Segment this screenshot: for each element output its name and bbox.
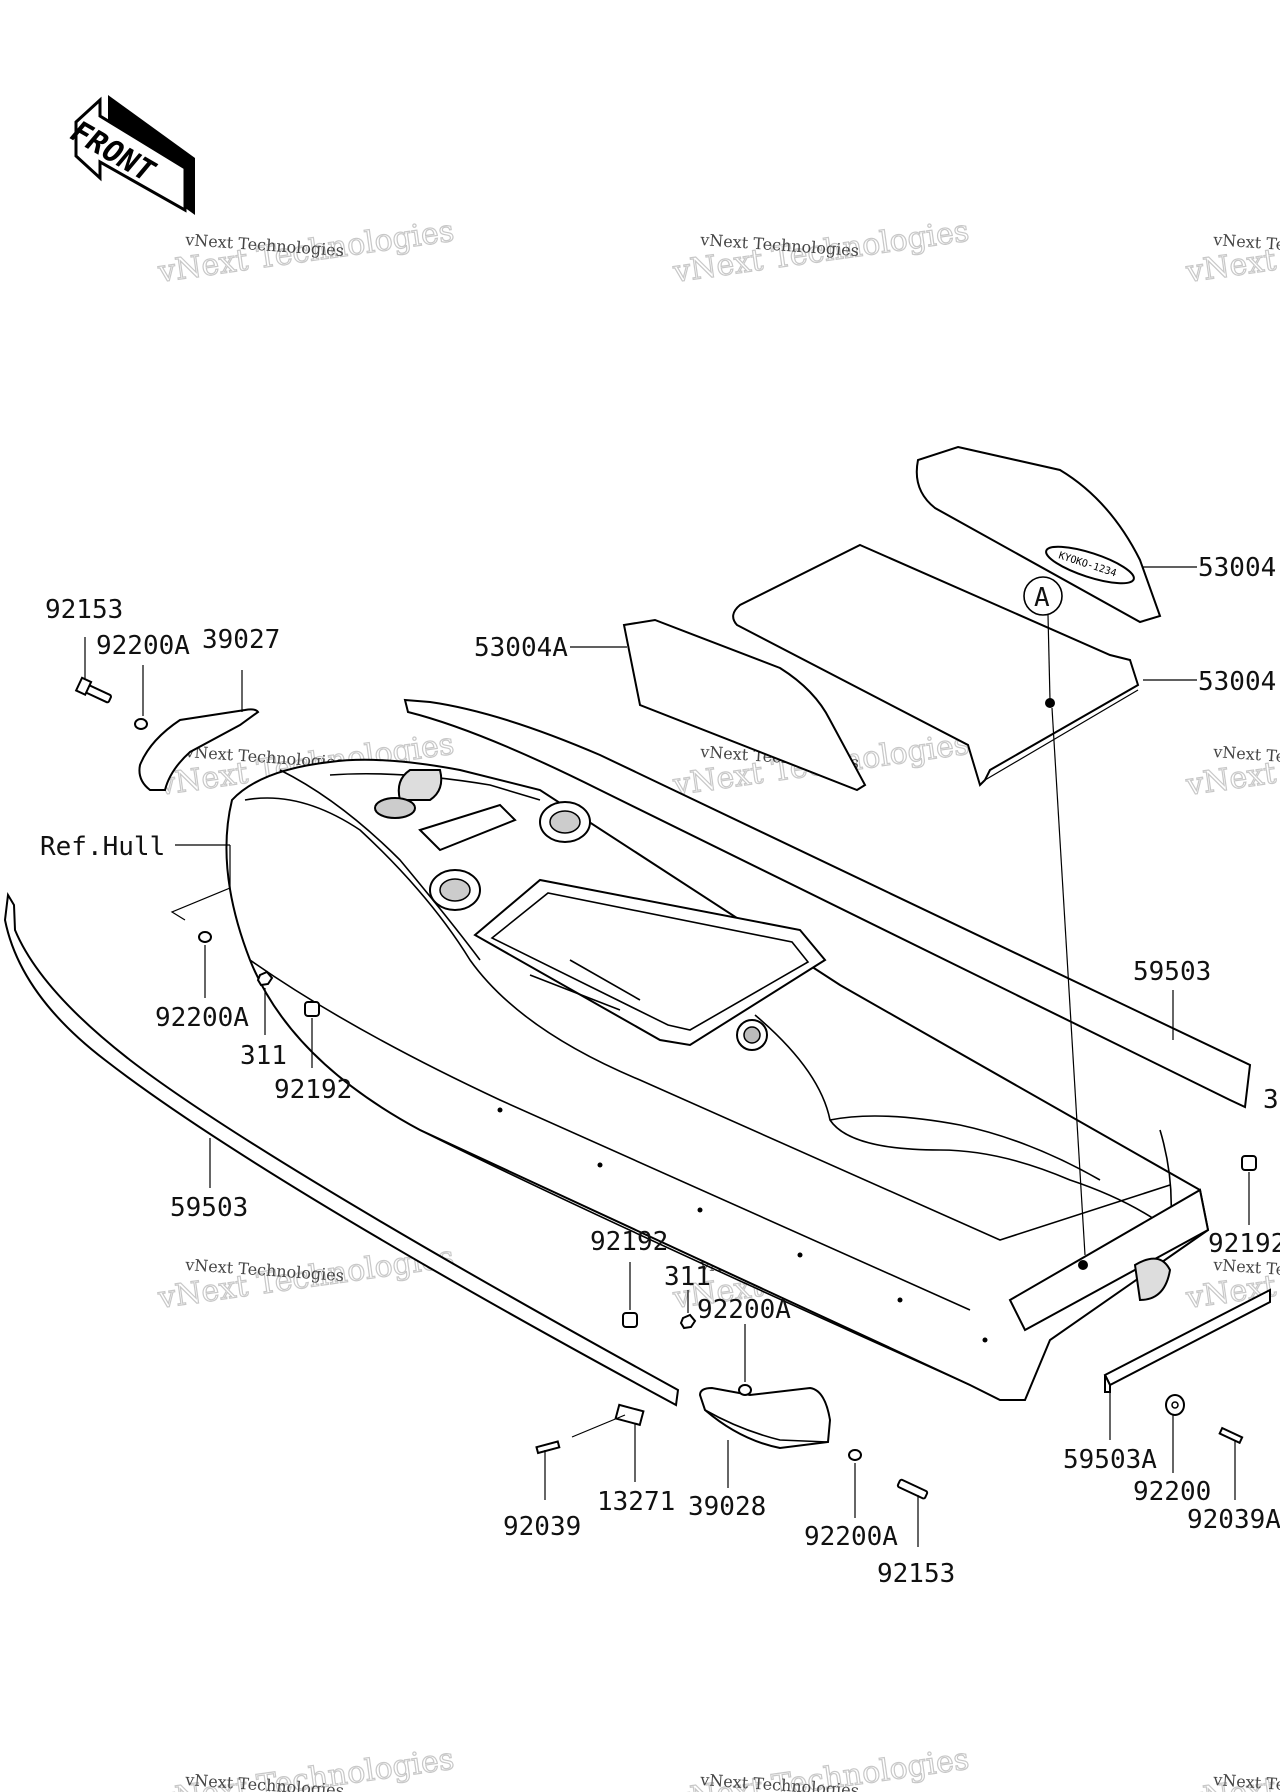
label-59503A: 59503A — [1063, 1445, 1157, 1475]
cup-holder-left — [429, 869, 481, 911]
marker-label: A — [1034, 583, 1050, 613]
label-92192-mid: 92192 — [590, 1227, 668, 1257]
label-53004A: 53004A — [474, 633, 568, 663]
gunwale-rail-left — [3, 891, 680, 1407]
front-arrow-icon: FRONT — [62, 95, 195, 215]
nut-311-left — [256, 970, 274, 987]
watermark-text: vNext Technologies — [1183, 727, 1280, 803]
part-labels: 92153 92200A 39027 53004A 53004 53004 Re… — [40, 553, 1280, 1589]
watermark-subtext: vNext Technologies — [1212, 1770, 1280, 1792]
nut-311-mid — [679, 1313, 697, 1330]
reference-marker-a: A — [1023, 576, 1086, 1256]
label-39028: 39028 — [688, 1492, 766, 1522]
seat-cover-upper: KYOKO-1234 — [915, 445, 1162, 624]
washer-92200A-mid — [738, 1384, 752, 1396]
collar-92192-left — [304, 1001, 320, 1017]
bumper-rear — [698, 1386, 832, 1450]
washer-92200A-left — [198, 931, 212, 943]
leader-lines — [84, 566, 1250, 1547]
watermark-1: vNext Technologies vNext Technologies — [155, 213, 457, 290]
watermark-11: vNext Technologies vNext Technologies — [670, 1741, 972, 1792]
watermark-6: vNext Technologies vNext Technologies — [1183, 726, 1280, 803]
label-59503-left: 59503 — [170, 1193, 248, 1223]
label-92153-bottom: 92153 — [877, 1559, 955, 1589]
rivet-92039A — [1218, 1426, 1244, 1445]
label-92200A-top: 92200A — [96, 631, 190, 661]
label-59503-right: 59503 — [1133, 957, 1211, 987]
bumper-front — [138, 708, 260, 791]
bolt-92153-top — [74, 676, 112, 704]
label-13271: 13271 — [597, 1487, 675, 1517]
washer-92200A-top — [134, 718, 148, 730]
label-ref-hull: Ref.Hull — [40, 832, 165, 862]
watermark-10: vNext Technologies vNext Technologies — [155, 1741, 457, 1792]
watermark-2: vNext Technologies vNext Technologies — [670, 213, 972, 290]
hull-body — [225, 758, 1210, 1401]
label-92039A: 92039A — [1187, 1505, 1280, 1535]
seat-cover-lower — [732, 543, 1140, 787]
label-92039: 92039 — [503, 1512, 581, 1542]
watermark-12: vNext Technologies vNext Technologies — [1183, 1741, 1280, 1792]
label-92200A-left: 92200A — [155, 1003, 249, 1033]
washer-92200 — [1165, 1394, 1185, 1416]
seat-cover-side — [622, 618, 867, 792]
fuel-cap — [374, 797, 416, 819]
label-53004-lower: 53004 — [1198, 667, 1276, 697]
cup-holder-right — [539, 801, 591, 843]
label-311-mid: 311 — [664, 1262, 711, 1292]
label-92153-top: 92153 — [45, 595, 123, 625]
collar-92192-right — [1241, 1155, 1257, 1171]
collar-92192-mid — [622, 1312, 638, 1328]
label-3-edge: 3 — [1263, 1085, 1279, 1115]
label-92200A-mid: 92200A — [697, 1295, 791, 1325]
watermark-3: vNext Technologies vNext Technologies — [1183, 213, 1280, 290]
label-311-left: 311 — [240, 1041, 287, 1071]
label-53004-upper: 53004 — [1198, 553, 1276, 583]
label-92200: 92200 — [1133, 1477, 1211, 1507]
label-92200A-bottom: 92200A — [804, 1522, 898, 1552]
label-39027: 39027 — [202, 625, 280, 655]
intake-port — [736, 1019, 768, 1051]
stern-rail — [1103, 1288, 1271, 1393]
gunwale-rail-right — [403, 698, 1252, 1109]
rivet-92039 — [535, 1440, 561, 1455]
clip — [614, 1403, 645, 1427]
label-92192-right: 92192 — [1208, 1229, 1280, 1259]
label-92192-left: 92192 — [274, 1075, 352, 1105]
bolt-92153-bottom — [896, 1478, 929, 1500]
washer-92200A-bottom — [848, 1449, 862, 1461]
